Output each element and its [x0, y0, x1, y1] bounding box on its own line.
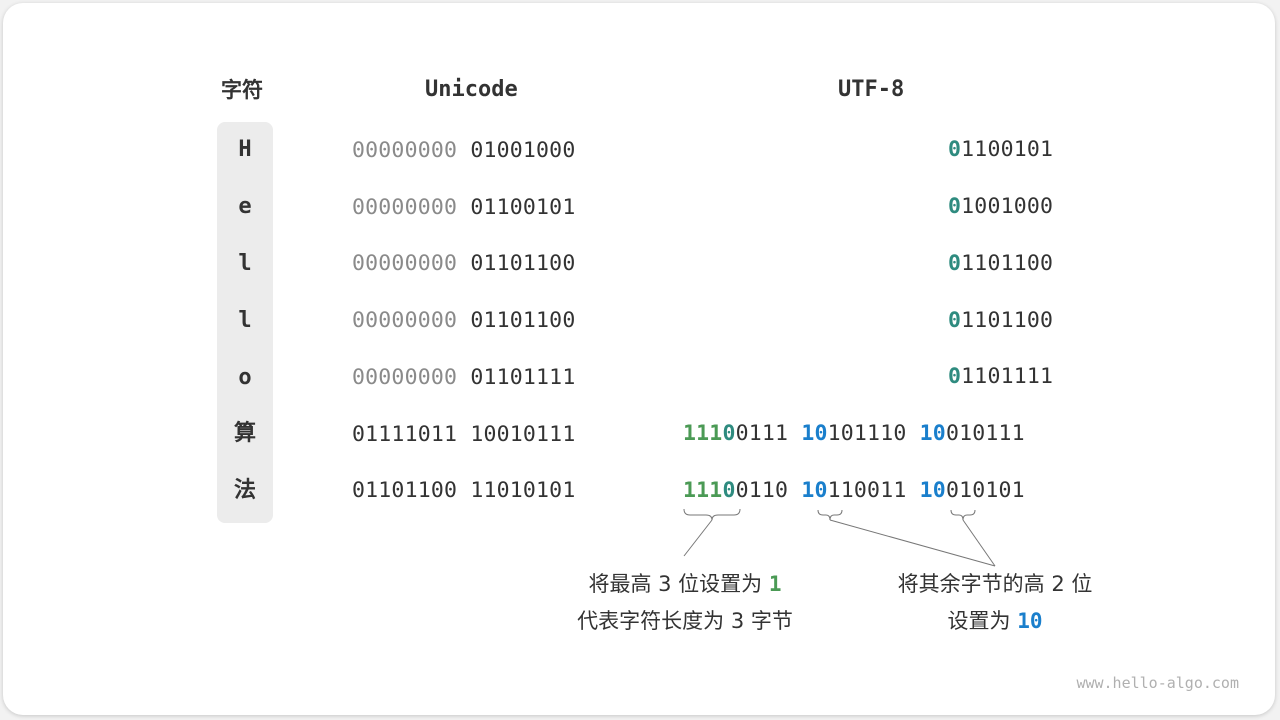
brace-lead-bits — [683, 508, 741, 521]
char-cell: e — [238, 194, 252, 219]
unicode-value: 00000000 01101100 — [352, 247, 575, 281]
utf8-rest: 010111 — [945, 421, 1025, 446]
utf8-value: 11100110 10110011 10010101 — [683, 474, 1025, 508]
utf8-value: 01101100 — [948, 247, 1053, 281]
char-cell: l — [238, 251, 252, 276]
unicode-value: 00000000 01100101 — [352, 191, 575, 225]
utf8-prefix: 0 — [948, 364, 962, 389]
unicode-value: 00000000 01101111 — [352, 361, 575, 395]
utf8-continuation-prefix: 10 — [801, 421, 828, 446]
unicode-high-byte: 00000000 — [352, 195, 458, 220]
annotation-lead-bits-line1: 将最高 3 位设置为 1 — [588, 572, 782, 596]
unicode-high-byte: 01101100 — [352, 478, 458, 503]
utf8-value: 01101111 — [948, 360, 1053, 394]
char-cell: 法 — [233, 478, 256, 503]
unicode-high-byte: 00000000 — [352, 251, 458, 276]
brace-continuation-2 — [950, 509, 976, 521]
utf8-lead-ones: 111 — [683, 478, 723, 503]
unicode-low-byte: 11010101 — [470, 478, 576, 503]
utf8-lead-zero: 0 — [722, 421, 736, 446]
utf8-value: 01001000 — [948, 190, 1053, 224]
utf8-continuation-prefix: 10 — [801, 478, 828, 503]
utf8-value: 11100111 10101110 10010111 — [683, 417, 1025, 451]
utf8-continuation-prefix: 10 — [919, 421, 946, 446]
unicode-value: 01101100 11010101 — [352, 474, 575, 508]
utf8-rest: 0110 — [735, 478, 789, 503]
utf8-value: 01100101 — [948, 133, 1053, 167]
utf8-lead-zero: 0 — [722, 478, 736, 503]
annotation-lead-bits-line2: 代表字符长度为 3 字节 — [577, 609, 793, 633]
char-column-background — [217, 122, 273, 523]
leader-line-right — [962, 519, 996, 567]
utf8-rest: 010101 — [945, 478, 1025, 503]
utf8-prefix: 0 — [948, 308, 962, 333]
unicode-low-byte: 01101100 — [470, 308, 576, 333]
unicode-high-byte: 01111011 — [352, 422, 458, 447]
annotation-continuation-line2: 设置为 10 — [947, 609, 1043, 633]
utf8-rest: 1001000 — [961, 194, 1054, 219]
utf8-value: 01101100 — [948, 304, 1053, 338]
leader-line-mid — [829, 519, 996, 567]
unicode-value: 01111011 10010111 — [352, 418, 575, 452]
annotation-continuation-line1: 将其余字节的高 2 位 — [897, 572, 1093, 596]
utf8-continuation-prefix: 10 — [919, 478, 946, 503]
unicode-low-byte: 01101100 — [470, 251, 576, 276]
unicode-high-byte: 00000000 — [352, 365, 458, 390]
utf8-prefix: 0 — [948, 137, 962, 162]
char-cell: o — [238, 365, 252, 390]
utf8-rest: 101110 — [827, 421, 907, 446]
unicode-low-byte: 01101111 — [470, 365, 576, 390]
char-cell: H — [238, 137, 252, 162]
unicode-low-byte: 10010111 — [470, 422, 576, 447]
utf8-rest: 1101111 — [961, 364, 1054, 389]
header-utf8: UTF-8 — [838, 77, 905, 102]
unicode-high-byte: 00000000 — [352, 308, 458, 333]
utf8-rest: 1100101 — [961, 137, 1054, 162]
utf8-rest: 1101100 — [961, 251, 1054, 276]
utf8-prefix: 0 — [948, 251, 962, 276]
leader-line-left — [683, 519, 713, 557]
diagram-card — [3, 3, 1275, 715]
unicode-value: 00000000 01101100 — [352, 304, 575, 338]
utf8-prefix: 0 — [948, 194, 962, 219]
utf8-lead-ones: 111 — [683, 421, 723, 446]
header-unicode: Unicode — [425, 77, 518, 102]
char-cell: 算 — [233, 421, 256, 446]
unicode-value: 00000000 01001000 — [352, 134, 575, 168]
unicode-low-byte: 01100101 — [470, 195, 576, 220]
brace-continuation-1 — [817, 509, 843, 521]
unicode-low-byte: 01001000 — [470, 138, 576, 163]
header-char: 字符 — [221, 78, 263, 102]
char-cell: l — [238, 308, 252, 333]
unicode-high-byte: 00000000 — [352, 138, 458, 163]
watermark: www.hello-algo.com — [1076, 674, 1239, 692]
utf8-rest: 1101100 — [961, 308, 1054, 333]
utf8-rest: 0111 — [735, 421, 789, 446]
utf8-rest: 110011 — [827, 478, 907, 503]
